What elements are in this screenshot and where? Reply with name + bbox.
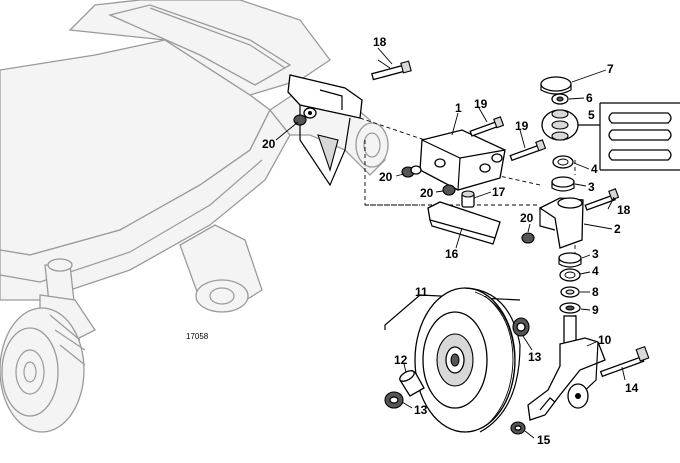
nut-15 [510, 421, 526, 435]
bearing-3-lower [558, 252, 582, 268]
bolt-19-right [509, 139, 547, 162]
spacer-17 [461, 190, 475, 208]
callout-7: 7 [607, 62, 614, 76]
callout-9: 9 [592, 303, 599, 317]
callout-13-upper: 13 [528, 350, 542, 364]
deck-mount-bracket [287, 74, 363, 187]
caster-wheel-11 [384, 287, 521, 433]
callout-13-lower: 13 [414, 403, 428, 417]
bearing-13-upper [512, 317, 530, 337]
bolt-18-upper [371, 59, 412, 81]
callout-20-low: 20 [420, 186, 434, 200]
caster-fork-10 [527, 315, 606, 421]
bearing-13-lower [384, 391, 404, 409]
nut-6 [551, 93, 569, 105]
seal-9 [559, 302, 581, 314]
washer-8 [560, 286, 580, 298]
callout-3-lower: 3 [592, 247, 599, 261]
alignment-lines [359, 117, 576, 325]
callout-labels: 18 20 1 19 19 20 20 17 16 20 7 6 5 4 3 1… [186, 35, 639, 447]
callout-14: 14 [625, 381, 639, 395]
callout-6: 6 [586, 91, 593, 105]
callout-18-right: 18 [617, 203, 631, 217]
callout-10: 10 [598, 333, 612, 347]
callout-5: 5 [588, 108, 595, 122]
callout-20-upper: 20 [262, 137, 276, 151]
shim-washer-detail [578, 102, 680, 171]
dust-cap-7 [540, 76, 572, 95]
callout-20-right: 20 [520, 211, 534, 225]
callout-2: 2 [614, 222, 621, 236]
callout-19-left: 19 [474, 97, 488, 111]
callout-1: 1 [455, 101, 462, 115]
callout-20-mid: 20 [379, 170, 393, 184]
nut-20-right [521, 232, 535, 244]
callout-4-upper: 4 [591, 162, 598, 176]
callout-11: 11 [415, 285, 428, 299]
callout-18-upper: 18 [373, 35, 387, 49]
callout-8: 8 [592, 285, 599, 299]
callout-15: 15 [537, 433, 551, 447]
axle-bolt-14 [599, 345, 650, 378]
nut-20-low [442, 184, 456, 196]
figure-number: 17058 [186, 332, 209, 341]
callout-12: 12 [394, 353, 408, 367]
bolt-19-left [469, 116, 505, 137]
callout-17: 17 [492, 185, 506, 199]
mower-deck [0, 0, 389, 433]
plate-16 [427, 201, 501, 245]
caster-pivot-housing-2 [538, 197, 584, 249]
caster-mount-bracket-1 [419, 129, 506, 191]
spacer-tube-12 [399, 370, 425, 397]
nut-20-mid [401, 165, 422, 178]
bearing-3-upper [551, 176, 575, 192]
shim-washers-5 [541, 109, 579, 141]
callout-3-upper: 3 [588, 180, 595, 194]
bearing-cup-4-upper [552, 155, 574, 169]
bearing-cup-4-lower [559, 268, 581, 282]
callout-4-lower: 4 [592, 264, 599, 278]
callout-16: 16 [445, 247, 459, 261]
leader-lines [275, 47, 626, 439]
callout-19-right: 19 [515, 119, 529, 133]
